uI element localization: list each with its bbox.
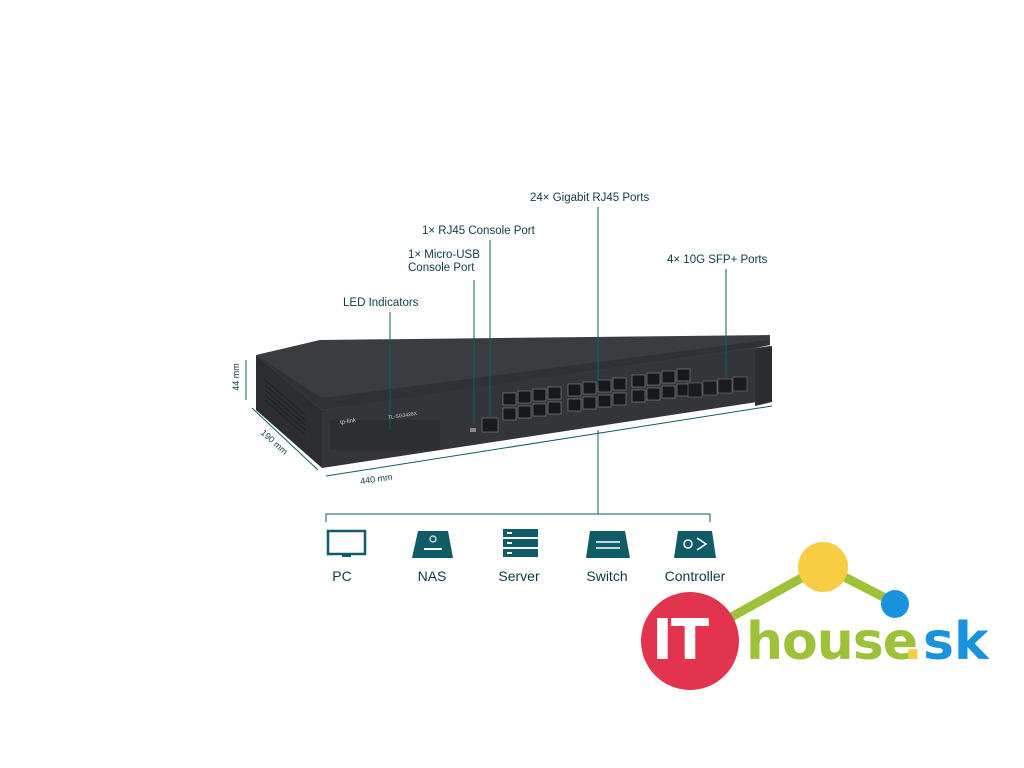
sfp-ports-label: 4× 10G SFP+ Ports (667, 254, 768, 266)
led-panel (330, 420, 440, 450)
rj45-port (567, 398, 582, 412)
switch-icon (586, 531, 630, 558)
device-label-server: Server (498, 568, 540, 584)
logo-house-text: house (746, 612, 918, 672)
rj45-port (646, 372, 661, 386)
gigabit-ports-label: 24× Gigabit RJ45 Ports (530, 192, 650, 204)
rj45-port (612, 377, 627, 391)
led-indicators-label: LED Indicators (343, 297, 419, 309)
sfp-ports (687, 376, 748, 398)
rj45-port (582, 396, 597, 410)
rj45-port (532, 388, 547, 402)
rj45-port (502, 392, 517, 406)
device-label-switch: Switch (586, 568, 628, 584)
rj45-port-grid (502, 368, 691, 421)
depth-dimension-line (251, 407, 319, 471)
width-dimension-line (325, 405, 773, 477)
rj45-port (676, 368, 691, 382)
device-label-pc: PC (332, 568, 352, 584)
rj45-port (612, 392, 627, 406)
nas-icon (412, 531, 453, 558)
rj45-port (517, 405, 532, 419)
rj45-port (646, 387, 661, 401)
micro-usb-label-line2: Console Port (408, 262, 475, 274)
rj45-port (597, 394, 612, 408)
rj45-port (502, 407, 517, 421)
rj45-port (517, 390, 532, 404)
rj45-port (532, 403, 547, 417)
rj45-port (597, 379, 612, 393)
server-icon (503, 529, 538, 557)
logo-it-text: IT (652, 608, 709, 673)
monitor-icon (326, 529, 367, 557)
rj45-console-port (481, 417, 499, 433)
rj45-port (582, 381, 597, 395)
rj45-port (547, 401, 562, 415)
micro-usb-label-line1: 1× Micro-USB (408, 249, 480, 261)
rj45-port (661, 385, 676, 399)
ithouse-logo (641, 542, 909, 690)
rj45-port (631, 389, 646, 403)
logo-dot-text: . (903, 612, 923, 672)
controller-icon (674, 531, 716, 558)
logo-sk-text: sk (923, 612, 989, 672)
height-dimension-label: 44 mm (230, 363, 241, 391)
rj45-console-label: 1× RJ45 Console Port (422, 225, 535, 237)
rj45-port (567, 383, 582, 397)
micro-usb-port (470, 428, 476, 432)
connection-bracket (325, 513, 711, 522)
rj45-port (631, 374, 646, 388)
device-label-controller: Controller (664, 568, 726, 584)
device-label-nas: NAS (417, 568, 447, 584)
rj45-port (661, 370, 676, 384)
rj45-port (547, 386, 562, 400)
